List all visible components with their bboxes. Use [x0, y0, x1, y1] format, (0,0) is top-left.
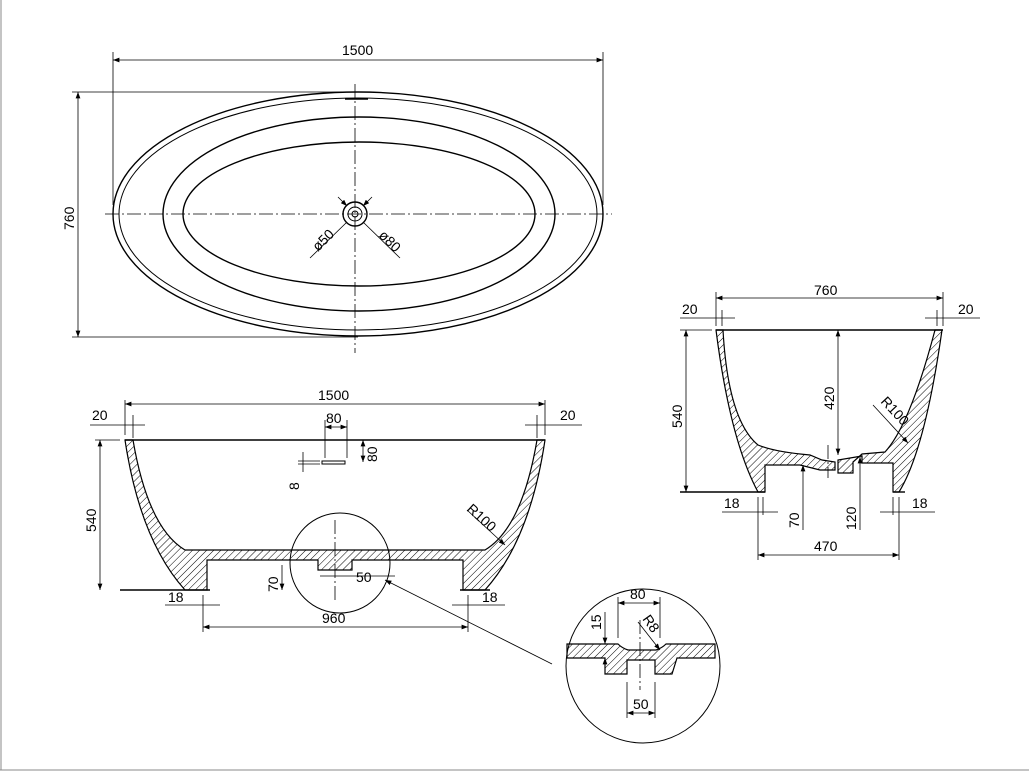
dim-drain-inner: ø50 — [309, 226, 338, 255]
dim-side-width: 760 — [814, 282, 838, 298]
top-view: ø50 ø80 1500 760 — [61, 42, 612, 353]
dim-detail-thickness: 15 — [588, 614, 604, 630]
side-view: 760 20 20 540 420 R100 18 18 70 120 470 — [669, 282, 980, 560]
dim-top-width: 760 — [61, 206, 77, 230]
dim-side-foot-right: 18 — [912, 495, 928, 511]
dim-drain-outer: ø80 — [376, 227, 405, 256]
dim-overflow-slot: 8 — [286, 482, 302, 490]
dim-overflow-width: 80 — [326, 410, 342, 426]
detail-leader-arrow — [384, 579, 553, 665]
dim-front-foot-left: 18 — [168, 589, 184, 605]
detail-callout-circle — [289, 512, 391, 614]
dim-side-base-height: 120 — [843, 506, 859, 530]
detail-view: 80 15 R8 50 — [565, 586, 721, 744]
dim-side-foot-left: 18 — [724, 495, 740, 511]
dim-side-height: 540 — [669, 404, 685, 428]
dim-detail-hole-width: 50 — [633, 696, 649, 712]
dim-detail-top-width: 80 — [630, 586, 646, 602]
dim-overflow-height: 80 — [364, 446, 380, 462]
dim-side-inner-depth: 420 — [821, 386, 837, 410]
drain-icon — [342, 201, 368, 227]
dim-top-length: 1500 — [342, 42, 373, 58]
dim-front-drain-depth: 70 — [265, 576, 281, 592]
dim-front-foot-right: 18 — [482, 589, 498, 605]
dim-detail-radius: R8 — [640, 612, 663, 636]
dim-side-drain-height: 70 — [786, 512, 802, 528]
dim-side-rim-right: 20 — [958, 301, 974, 317]
dim-front-rim-right: 20 — [560, 407, 576, 423]
dim-side-foot-span: 470 — [814, 538, 838, 554]
front-view: 1500 20 20 80 80 8 540 R100 70 50 18 18 … — [83, 387, 582, 665]
dim-front-radius: R100 — [464, 500, 500, 534]
dim-side-rim-left: 20 — [682, 301, 698, 317]
dim-front-rim-left: 20 — [92, 407, 108, 423]
dim-front-length: 1500 — [318, 387, 349, 403]
dim-front-height: 540 — [83, 508, 99, 532]
dim-front-foot-span: 960 — [322, 610, 346, 626]
dim-front-drain-width: 50 — [356, 569, 372, 585]
